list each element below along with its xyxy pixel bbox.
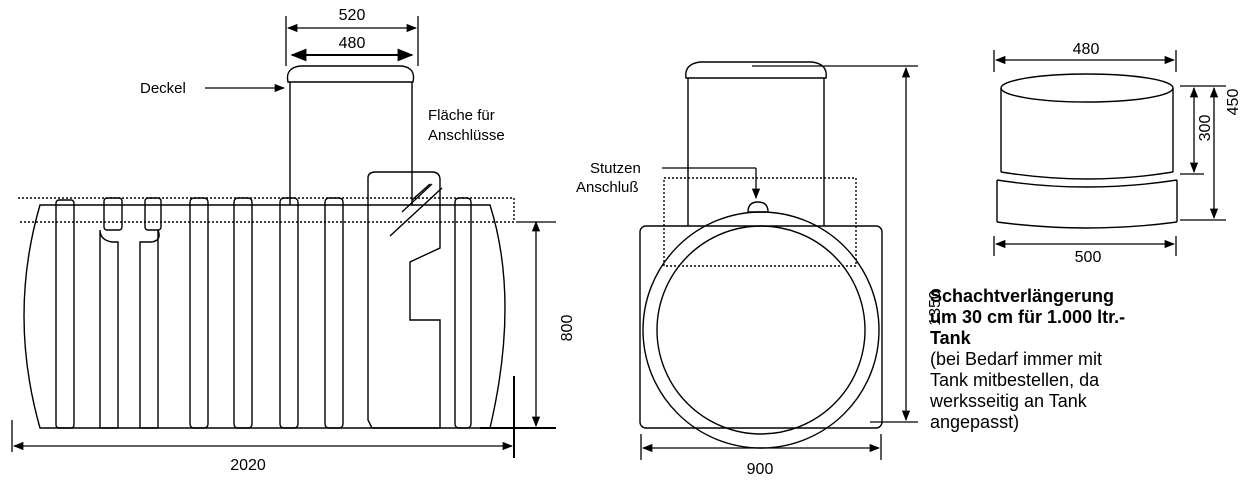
caption-title-line-3: Tank <box>930 328 971 348</box>
dim-2020-label: 2020 <box>230 457 266 474</box>
caption-body-line-2: Tank mitbestellen, da <box>930 370 1100 390</box>
label-deckel: Deckel <box>140 80 186 97</box>
caption-body-line-1: (bei Bedarf immer mit <box>930 349 1103 369</box>
caption-title-line-2: um 30 cm für 1.000 ltr.- <box>930 307 1126 327</box>
dim-ext-450-label: 450 <box>1225 89 1242 116</box>
caption-body-line-4: angepasst) <box>930 412 1020 432</box>
label-anschluss: Anschluß <box>576 179 639 196</box>
front-view-dimensions <box>640 65 918 460</box>
label-flaeche-2: Anschlüsse <box>428 127 505 144</box>
dim-900-label: 900 <box>747 461 774 478</box>
caption-title-line-1: Schachtverlängerung <box>930 286 1115 306</box>
dim-480-label: 480 <box>339 35 366 52</box>
dim-ext-300-label: 300 <box>1197 115 1214 142</box>
side-view-tank <box>18 65 515 429</box>
dim-ext-480-label: 480 <box>1073 41 1100 58</box>
dim-1350-label: 1350 <box>927 290 944 326</box>
label-stutzen: Stutzen <box>590 160 641 177</box>
dim-800-label: 800 <box>559 315 576 342</box>
front-view-tank <box>639 61 883 449</box>
extension-caption: Schachtverlängerung um 30 cm für 1.000 l… <box>930 286 1245 433</box>
caption-body-line-3: werksseitig an Tank <box>930 391 1087 411</box>
shaft-extension <box>996 73 1178 229</box>
dim-ext-500-label: 500 <box>1075 249 1102 266</box>
label-flaeche-1: Fläche für <box>428 107 495 124</box>
dim-520-label: 520 <box>339 7 366 24</box>
side-view-dimensions <box>11 16 556 458</box>
extension-dimensions <box>993 50 1226 256</box>
